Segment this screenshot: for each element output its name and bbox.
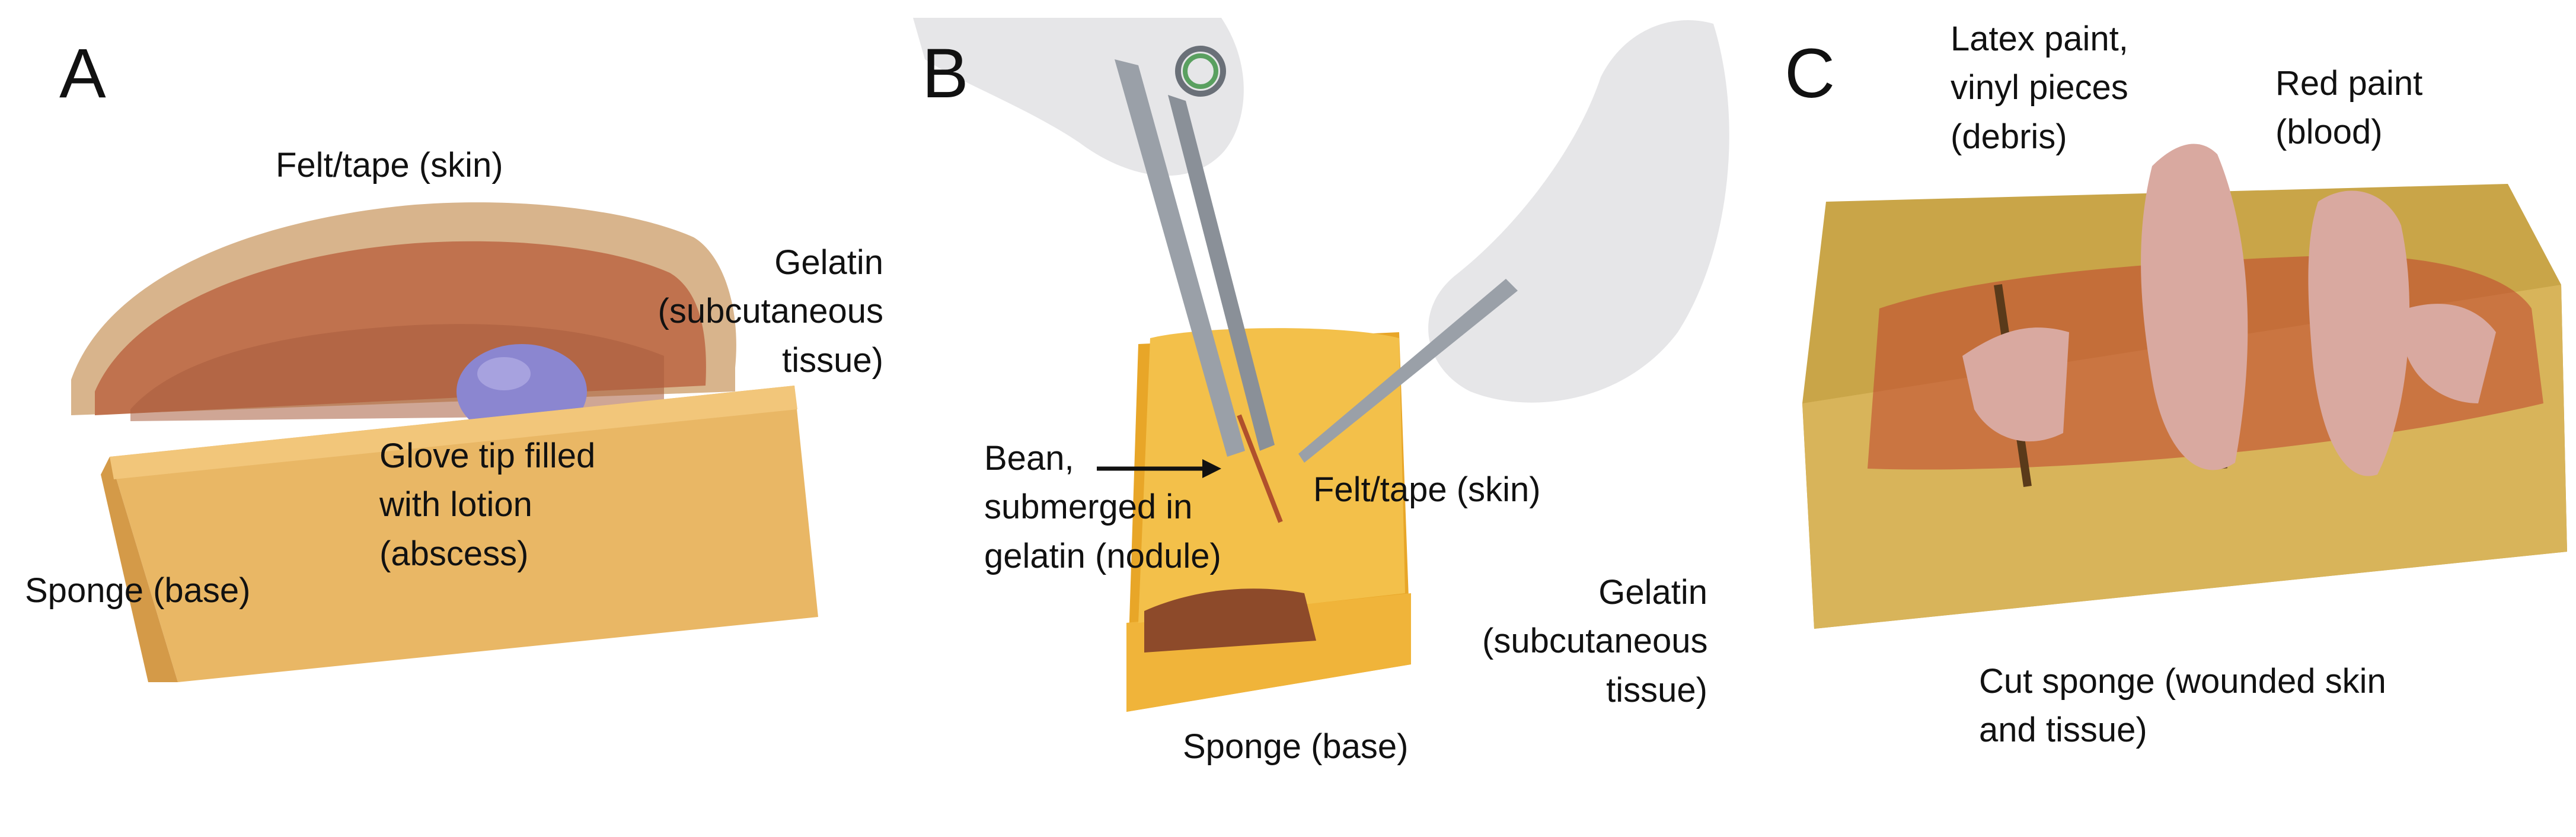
label-wound: Cut sponge (wounded skin and tissue) xyxy=(1979,662,2386,750)
label-felt-skin: Felt/tape (skin) xyxy=(1313,470,1541,509)
latex-debris-3 xyxy=(2308,190,2410,476)
felt-skin-layer xyxy=(1138,328,1405,623)
wound-model-photo xyxy=(1802,144,2567,629)
panel-letter: B xyxy=(922,34,969,113)
label-abscess: Glove tip filled with lotion (abscess) xyxy=(379,437,596,573)
latex-debris-2 xyxy=(2141,144,2248,470)
gelatin-layer xyxy=(1144,588,1316,653)
label-debris: Latex paint, vinyl pieces (debris) xyxy=(1951,20,2128,156)
latex-debris-1 xyxy=(1962,327,2069,442)
nodule-model-photo xyxy=(913,18,1729,712)
label-gelatin: Gelatin (subcutaneous tissue) xyxy=(1482,573,1708,709)
panel-letter: A xyxy=(59,34,106,113)
label-sponge-base: Sponge (base) xyxy=(1183,727,1409,766)
hemostat-instrument xyxy=(1115,59,1245,457)
label-gelatin: Gelatin (subcutaneous tissue) xyxy=(657,243,883,380)
incision-line xyxy=(1237,414,1283,523)
panel-c: C Latex paint, vinyl pieces (debris) Red… xyxy=(1749,0,2576,837)
right-glove xyxy=(1428,20,1729,403)
label-sponge-base: Sponge (base) xyxy=(25,571,251,610)
left-glove xyxy=(913,18,1244,176)
label-blood: Red paint (blood) xyxy=(2275,64,2423,152)
forceps-instrument xyxy=(1298,279,1518,463)
panel-letter: C xyxy=(1785,34,1836,113)
label-nodule: Bean, submerged in gelatin (nodule) xyxy=(984,439,1221,575)
label-felt-skin: Felt/tape (skin) xyxy=(276,146,503,184)
panel-a: A Felt/tape (skin) Gelatin (subcutaneous… xyxy=(0,0,889,837)
abscess-model-photo xyxy=(71,202,818,682)
panel-b: B Bean, submerged in gelatin (nodule) Fe… xyxy=(889,0,1749,837)
